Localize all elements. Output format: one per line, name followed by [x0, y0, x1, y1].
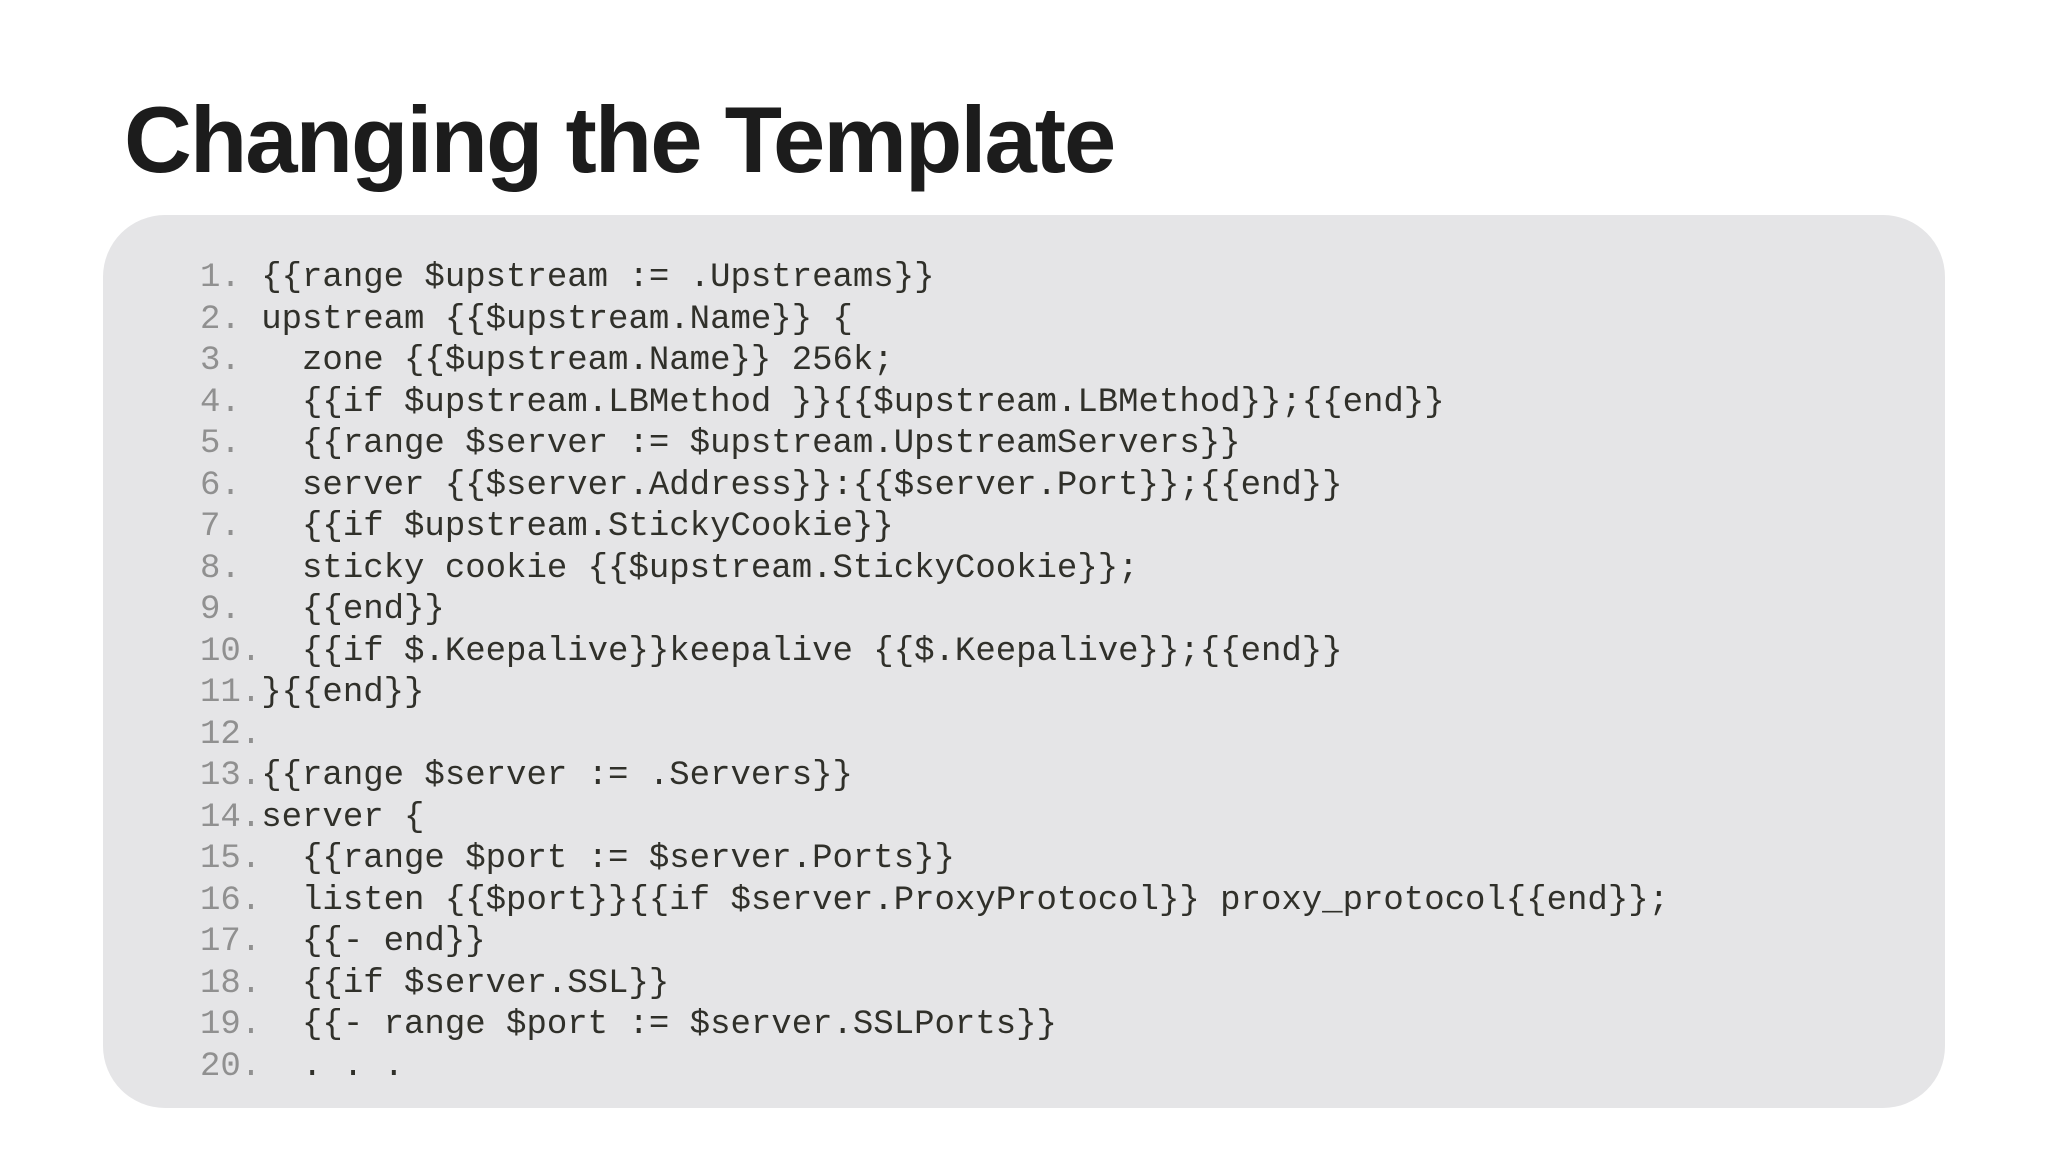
code-line: 2. upstream {{$upstream.Name}} {: [200, 300, 1905, 342]
line-number: 8.: [200, 549, 241, 588]
code-text: {{if $upstream.StickyCookie}}: [261, 508, 894, 546]
line-number: 1.: [200, 259, 241, 297]
line-number: 16.: [200, 881, 262, 920]
code-block: 1. {{range $upstream := .Upstreams}} 2. ups…: [103, 215, 1945, 1108]
code-line: 9. {{end}}: [200, 590, 1905, 632]
code-text: {{end}}: [261, 591, 445, 629]
line-number: 17.: [200, 923, 262, 961]
line-number: 9.: [200, 591, 241, 629]
code-line: 8. sticky cookie {{$upstream.StickyCooki…: [200, 549, 1905, 591]
code-text: listen {{$port}}{{if $server.ProxyProtoc…: [261, 881, 1670, 920]
code-line: 3. zone {{$upstream.Name}} 256k;: [200, 341, 1905, 383]
line-number: 5.: [200, 425, 241, 463]
line-number: 15.: [200, 840, 262, 878]
line-number: 10.: [200, 632, 262, 671]
code-line: 5. {{range $server := $upstream.Upstream…: [200, 424, 1905, 466]
line-number: 20.: [200, 1047, 262, 1086]
line-number: 2.: [200, 300, 241, 339]
code-text: {{range $port := $server.Ports}}: [261, 840, 955, 878]
code-line: 10. {{if $.Keepalive}}keepalive {{$.Keep…: [200, 632, 1905, 674]
code-text: {{- range $port := $server.SSLPorts}}: [261, 1006, 1057, 1044]
code-line: 6. server {{$server.Address}}:{{$server.…: [200, 466, 1905, 508]
code-text: }{{end}}: [261, 674, 425, 712]
code-lines: 1. {{range $upstream := .Upstreams}} 2. ups…: [103, 215, 1945, 1088]
code-text: sticky cookie {{$upstream.StickyCookie}}…: [261, 549, 1139, 588]
code-text: {{if $server.SSL}}: [261, 964, 670, 1003]
code-text: {{- end}}: [261, 923, 486, 961]
line-number: 11.: [200, 674, 262, 712]
code-text: server {: [261, 798, 425, 837]
line-number: 14.: [200, 798, 262, 837]
line-number: 6.: [200, 466, 241, 505]
code-text: {{if $.Keepalive}}keepalive {{$.Keepaliv…: [261, 632, 1343, 671]
line-number: 4.: [200, 383, 241, 422]
line-number: 13.: [200, 757, 262, 795]
code-text: {{range $server := .Servers}}: [261, 757, 853, 795]
line-number: 18.: [200, 964, 262, 1003]
code-line: 11.}{{end}}: [200, 673, 1905, 715]
code-text: {{range $server := $upstream.UpstreamSer…: [261, 425, 1241, 463]
code-line: 13.{{range $server := .Servers}}: [200, 756, 1905, 798]
code-line: 18. {{if $server.SSL}}: [200, 964, 1905, 1006]
code-line: 15. {{range $port := $server.Ports}}: [200, 839, 1905, 881]
code-text: upstream {{$upstream.Name}} {: [261, 300, 853, 339]
code-line: 4. {{if $upstream.LBMethod }}{{$upstream…: [200, 383, 1905, 425]
line-number: 12.: [200, 715, 262, 754]
page-title: Changing the Template: [124, 87, 1116, 192]
code-line: 12.: [200, 715, 1905, 757]
line-number: 19.: [200, 1006, 262, 1044]
line-number: 3.: [200, 342, 241, 380]
code-line: 7. {{if $upstream.StickyCookie}}: [200, 507, 1905, 549]
line-number: 7.: [200, 508, 241, 546]
code-text: {{range $upstream := .Upstreams}}: [261, 259, 935, 297]
code-text: server {{$server.Address}}:{{$server.Por…: [261, 466, 1343, 505]
code-line: 14.server {: [200, 798, 1905, 840]
code-line: 19. {{- range $port := $server.SSLPorts}…: [200, 1005, 1905, 1047]
code-line: 16. listen {{$port}}{{if $server.ProxyPr…: [200, 881, 1905, 923]
code-text: {{if $upstream.LBMethod }}{{$upstream.LB…: [261, 383, 1445, 422]
code-line: 17. {{- end}}: [200, 922, 1905, 964]
code-text: zone {{$upstream.Name}} 256k;: [261, 342, 894, 380]
code-line: 1. {{range $upstream := .Upstreams}}: [200, 258, 1905, 300]
code-line: 20. . . .: [200, 1047, 1905, 1089]
code-text: . . .: [261, 1047, 405, 1086]
